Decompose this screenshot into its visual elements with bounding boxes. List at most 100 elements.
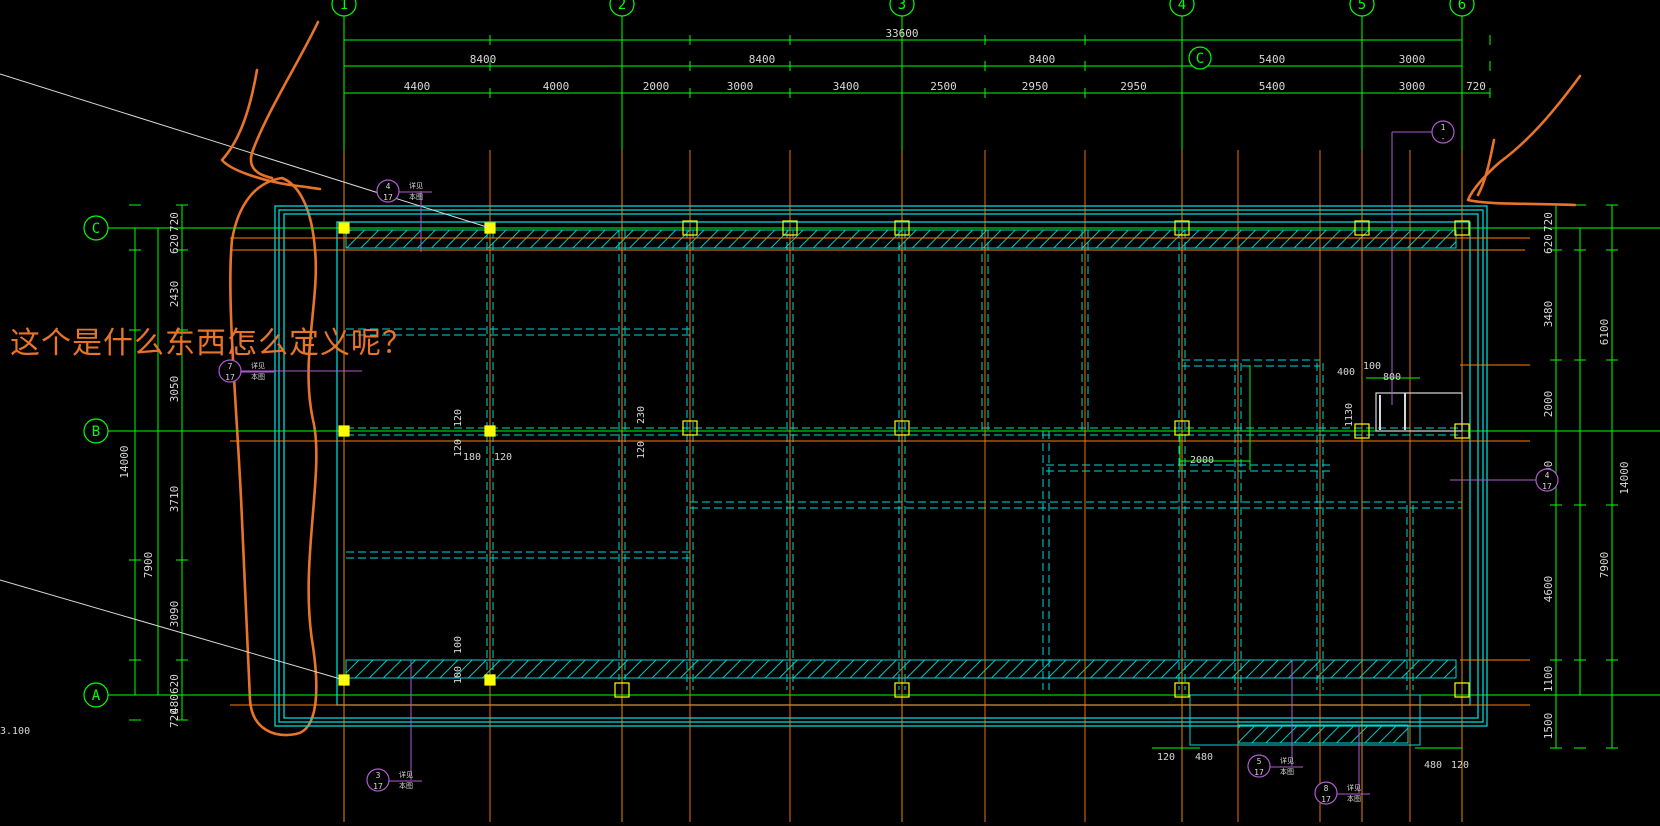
callout-detail-b-num: 7 (228, 362, 233, 371)
dim-bay: 8400 (470, 53, 497, 66)
callout-detail-a-circle (376, 179, 400, 203)
column (338, 425, 350, 437)
callout-detail-g-circle (1314, 781, 1338, 805)
dim-right-total: 14000 (1618, 461, 1631, 494)
dim-sub: 2000 (643, 80, 670, 93)
grid-bubble-col-5-circle (1349, 0, 1375, 17)
callout-detail-e-t1: 详见 (399, 770, 413, 779)
grid-bubble-col-4-circle (1169, 0, 1195, 17)
callout-detail-b-t1: 详见 (251, 361, 265, 370)
slab-outline (278, 209, 1484, 723)
callout-detail-g-num: 8 (1324, 784, 1329, 793)
grid-bubble-row-C-label: C (92, 221, 100, 237)
opening-box (1375, 392, 1463, 432)
slab-outline (283, 213, 1479, 719)
detail-dim: 100 (453, 666, 464, 684)
callout-detail-e-t2: 本图 (399, 781, 413, 790)
grid-bubble-col-3-label: 3 (898, 0, 906, 13)
column (894, 682, 910, 698)
dim-left-a: 720 (168, 708, 181, 728)
dim-right-b2: 7900 (1598, 552, 1611, 579)
callout-detail-f-sheet: 17 (1254, 768, 1264, 777)
dim-right-a: 1100 (1542, 666, 1555, 693)
grid-bubble-col-1-label: 1 (340, 0, 348, 13)
dim-sub: 5400 (1259, 80, 1286, 93)
detail-dim: 480 (1195, 752, 1213, 763)
dim-sub: 3000 (1399, 80, 1426, 93)
slab-outline (336, 221, 1471, 706)
dim-bay: 8400 (1029, 53, 1056, 66)
dim-sub: 4000 (543, 80, 570, 93)
detail-dim: 120 (1451, 760, 1469, 771)
column (782, 220, 798, 236)
callout-detail-a-num: 4 (386, 182, 391, 191)
dim-left-a: 620 (168, 674, 181, 694)
dim-right-a: 2000 (1542, 391, 1555, 418)
dim-bay: 5400 (1259, 53, 1286, 66)
dim-overall: 33600 (885, 27, 918, 40)
callout-detail-b-t2: 本图 (251, 372, 265, 381)
callout-detail-c-num: 1 (1441, 123, 1446, 132)
sketch-mark-top-left-b (220, 68, 322, 191)
column (682, 220, 698, 236)
grid-bubble-stray-circle (1188, 46, 1212, 70)
detail-dim: 800 (1383, 372, 1401, 383)
sketch-loop-left (229, 176, 318, 737)
detail-dim: 180 (463, 452, 481, 463)
dim-sub: 3000 (727, 80, 754, 93)
dim-left-a: 480 (168, 694, 181, 714)
column (1174, 682, 1190, 698)
slab-outline (274, 205, 1488, 727)
callout-detail-d-circle (1535, 468, 1559, 492)
dim-bay: 3000 (1399, 53, 1426, 66)
callout-detail-d-num: 4 (1545, 471, 1550, 480)
column (894, 220, 910, 236)
dim-right-a: 720 (1542, 212, 1555, 232)
grid-bubble-col-6-label: 6 (1458, 0, 1466, 13)
grid-bubble-col-1-circle (331, 0, 357, 17)
column (1454, 220, 1470, 236)
column (894, 420, 910, 436)
hatch-wall-pit (1237, 724, 1409, 744)
detail-dim: 480 (1424, 760, 1442, 771)
grid-bubble-row-A-circle (83, 682, 109, 708)
dim-sub: 2950 (1120, 80, 1147, 93)
sketch-mark-top-right-b (1476, 138, 1496, 197)
callout-detail-g-t2: 本图 (1347, 794, 1361, 803)
column (484, 674, 496, 686)
column (1174, 420, 1190, 436)
callout-detail-g-sheet: 17 (1321, 795, 1331, 804)
callout-detail-e-sheet: 17 (373, 782, 383, 791)
column (484, 425, 496, 437)
dim-right-a: 1500 (1542, 713, 1555, 740)
dim-left-b: 7900 (142, 552, 155, 579)
dim-left-a: 3050 (168, 376, 181, 403)
detail-dim: 2000 (1190, 455, 1214, 466)
annotation-question: 这个是什么东西怎么定义呢？ (10, 326, 413, 361)
grid-bubble-row-A-label: A (92, 688, 101, 704)
grid-bubble-row-B-circle (83, 418, 109, 444)
grid-bubble-col-3-circle (889, 0, 915, 17)
callout-detail-a-sheet: 17 (383, 193, 393, 202)
callout-detail-c-sheet: - (1441, 134, 1446, 143)
sketch-mark-top-right (1466, 74, 1582, 207)
dim-left-a: 2430 (168, 281, 181, 308)
sketch-mark-top-left (249, 20, 320, 180)
callout-detail-g-t1: 详见 (1347, 783, 1361, 792)
grid-bubble-row-C-circle (83, 215, 109, 241)
dim-left-a: 3710 (168, 486, 181, 513)
detail-dim: 120 (453, 439, 464, 457)
grid-bubble-col-2-label: 2 (618, 0, 626, 13)
detail-dim: 400 (1337, 367, 1355, 378)
column (1354, 423, 1370, 439)
dim-left-a: 720 (168, 212, 181, 232)
grid-bubble-row-B-label: B (92, 424, 100, 440)
dim-left-a: 3090 (168, 601, 181, 628)
dim-sub: 2500 (930, 80, 957, 93)
callout-detail-b-circle (218, 359, 242, 383)
level-note: 3.100 (0, 726, 30, 737)
grid-bubble-col-2-circle (609, 0, 635, 17)
dim-left-total: 14000 (118, 445, 131, 478)
